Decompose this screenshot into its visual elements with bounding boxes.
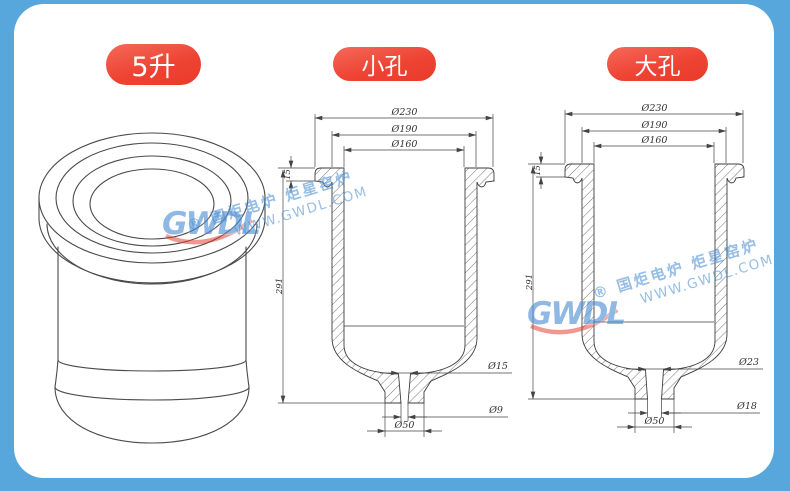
dimension-lines [528, 110, 763, 433]
dim-flange-diameter: Ø230 [391, 107, 418, 118]
gwdl-logo-text: GWDL [527, 296, 626, 332]
badge-small-hole: 小孔 [333, 47, 436, 81]
dim-total-height: 291 [525, 274, 535, 291]
badge-small-hole-label: 小孔 [361, 54, 408, 80]
dim-hole-top-diameter: Ø23 [738, 357, 759, 368]
gwdl-logo-swoosh-icon [530, 308, 619, 335]
dim-base-diameter: Ø50 [394, 420, 415, 431]
dim-body-diameter: Ø190 [391, 124, 418, 135]
dim-hole-bottom-diameter: Ø9 [488, 405, 503, 416]
dim-hole-bottom-diameter: Ø18 [736, 401, 757, 412]
dim-body-diameter: Ø190 [641, 120, 668, 131]
registered-mark: ® [590, 280, 613, 304]
crucible-perspective-view [38, 132, 266, 444]
gwdl-logo-watermark: GWDL [527, 294, 626, 346]
dim-total-height: 291 [275, 278, 285, 295]
dim-opening-diameter: Ø160 [641, 135, 668, 146]
dimension-lines [278, 114, 512, 437]
dim-flange-height: 15 [533, 165, 543, 176]
dim-opening-diameter: Ø160 [391, 139, 418, 150]
dim-flange-height: 15 [283, 169, 293, 180]
registered-mark: ® [184, 212, 207, 236]
dim-base-diameter: Ø50 [644, 416, 665, 427]
badge-large-hole-label: 大孔 [634, 54, 681, 80]
crucible-wall-section [314, 167, 495, 404]
gwdl-logo-text: GWDL [162, 206, 261, 242]
badge-large-hole: 大孔 [607, 47, 708, 81]
gwdl-logo-swoosh-icon [165, 218, 254, 245]
cross-section-small-hole: Ø230 Ø190 Ø160 15 291 Ø15 Ø9 Ø50 [275, 107, 512, 437]
gwdl-logo-watermark: GWDL [162, 204, 261, 256]
dim-flange-diameter: Ø230 [641, 103, 668, 114]
badge-volume: 5升 [106, 44, 201, 85]
badge-volume-label: 5升 [131, 52, 176, 83]
cross-section-large-hole: Ø230 Ø190 Ø160 15 291 Ø23 Ø18 Ø50 [525, 103, 763, 433]
dim-hole-top-diameter: Ø15 [487, 361, 508, 372]
crucible-wall-section [564, 163, 745, 400]
